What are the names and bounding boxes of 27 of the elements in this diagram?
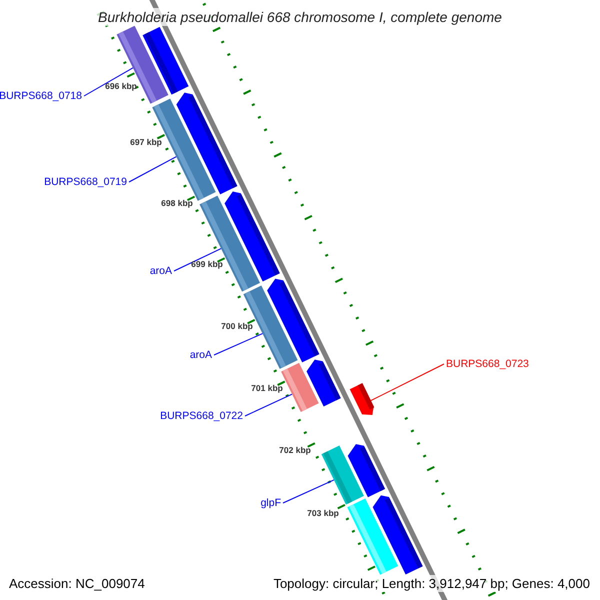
gene-label: glpF: [260, 496, 281, 510]
gene-block: [281, 362, 319, 412]
leader-line: [214, 333, 263, 356]
leader-line: [174, 248, 222, 272]
gene-label: BURPS668_0719: [44, 175, 127, 189]
leader-line: [370, 364, 444, 402]
gene-block: [321, 446, 364, 505]
leader-line: [282, 479, 334, 504]
gene-label: aroA: [150, 264, 172, 278]
map-info: Topology: circular; Length: 3,912,947 bp; Genes: 4,000: [271, 575, 592, 592]
tick-label: 699 kbp: [191, 259, 223, 270]
tick-label: 698 kbp: [161, 198, 193, 209]
leader-line: [128, 156, 177, 182]
gene-label: BURPS668_0718: [0, 89, 82, 103]
tick-label: 701 kbp: [251, 383, 283, 394]
leader-line: [244, 394, 293, 416]
tick-label: 700 kbp: [221, 321, 253, 332]
gene-label: aroA: [190, 348, 212, 362]
gene-label: BURPS668_0722: [160, 409, 243, 423]
gene-block: [350, 383, 374, 415]
gene-block: [347, 498, 398, 575]
gene-label: BURPS668_0723: [446, 357, 529, 371]
tick-label: 703 kbp: [307, 508, 339, 519]
leader-line: [84, 67, 134, 96]
tick-label: 696 kbp: [105, 81, 137, 92]
tick-label: 697 kbp: [130, 137, 162, 148]
tick-label: 702 kbp: [279, 445, 311, 456]
